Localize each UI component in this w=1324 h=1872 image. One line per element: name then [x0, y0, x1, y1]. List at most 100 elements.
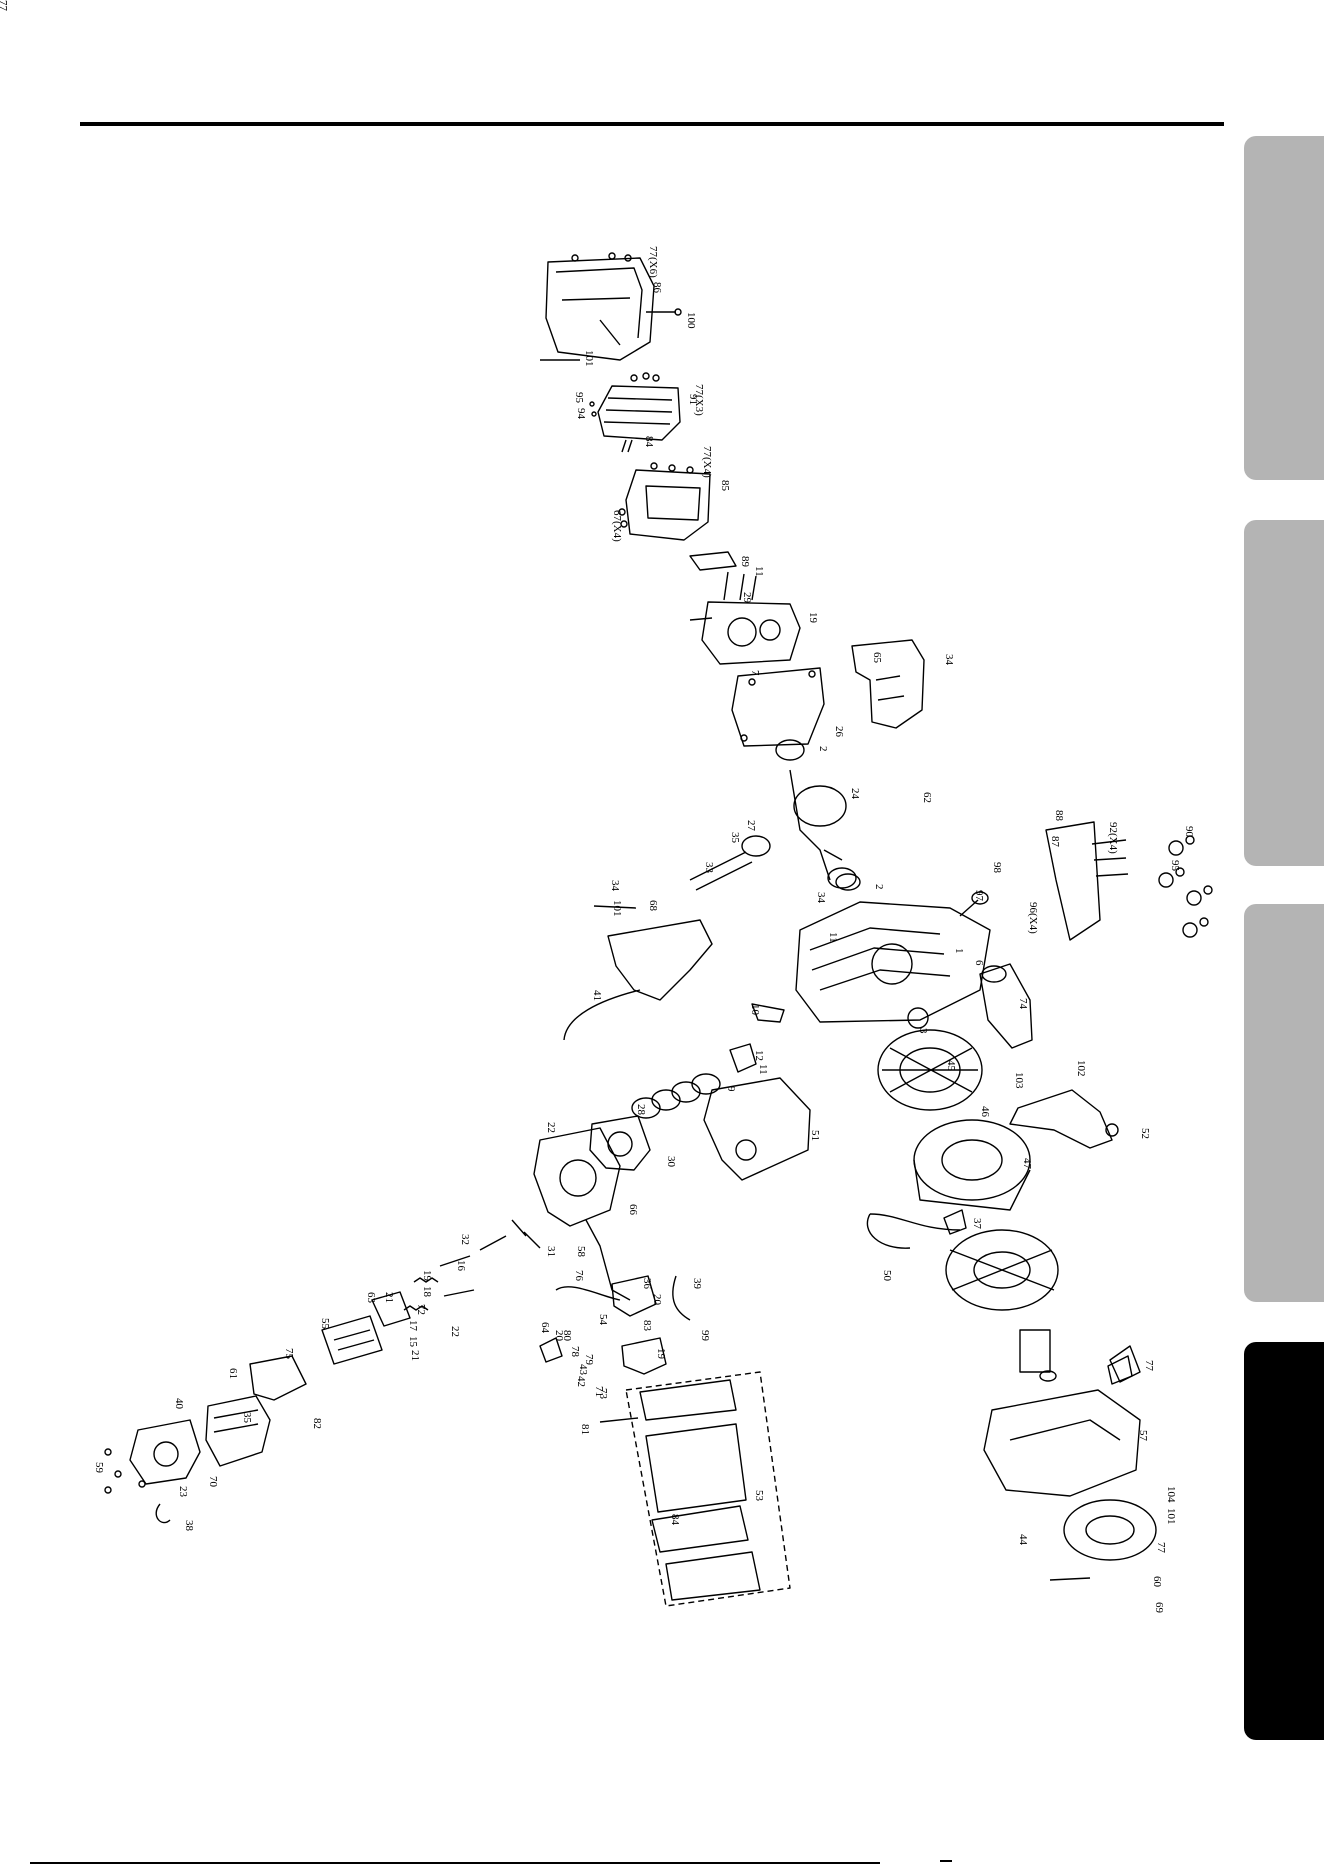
callout-label: 95 [573, 392, 585, 404]
callout-label: 34 [609, 880, 621, 892]
section-tab-4-active[interactable] [1244, 1342, 1324, 1740]
callout-label: 27 [745, 820, 757, 832]
callout-label: 81 [579, 1424, 591, 1435]
part-crankcase-gasket [731, 667, 825, 747]
callout-label: 89 [739, 556, 751, 568]
callout-label: 2 [817, 746, 829, 752]
section-tab-2[interactable] [1244, 520, 1324, 866]
callout-label: 29 [741, 592, 753, 604]
callout-label: 15 [407, 1336, 419, 1348]
callout-label: 23 [177, 1486, 189, 1498]
callout-label: 90 [1183, 826, 1195, 838]
callout-label: 57 [1137, 1430, 1149, 1442]
part-air-filter-assembly [599, 1371, 791, 1607]
callout-label: 101 [611, 900, 623, 917]
callout-label: 22 [545, 1122, 557, 1133]
callout-label: 11 [827, 932, 839, 943]
callout-label: 77 [1143, 1360, 1155, 1372]
callout-label: 88 [1053, 810, 1065, 822]
callout-label: 80 [561, 1330, 573, 1342]
callout-label: 78 [569, 1346, 581, 1358]
callout-label: 2 [873, 884, 885, 890]
callout-label: 26 [833, 726, 845, 738]
callout-label: 21 [383, 1292, 395, 1303]
callout-label: 72 [415, 1304, 427, 1315]
callout-label: 11 [757, 1064, 769, 1075]
callout-label: 54 [597, 1314, 609, 1326]
callout-label: 101 [1165, 1508, 1177, 1525]
callout-label: 77 [1155, 1542, 1167, 1554]
callout-label: 32 [459, 1234, 471, 1245]
callout-label: 86 [651, 282, 663, 294]
callout-label: 16 [455, 1260, 467, 1272]
part-mounting-bracket [1045, 821, 1129, 941]
footer-rule [30, 1862, 880, 1864]
part-cylinder-head-plate [618, 462, 711, 541]
callout-label: 37 [971, 1218, 983, 1230]
callout-label: 77 [0, 0, 9, 12]
part-head-cover [589, 372, 681, 453]
callout-label: 77(X4) [701, 446, 713, 478]
callout-label: 18 [421, 1286, 433, 1298]
callout-label: 71 [593, 1386, 605, 1397]
callout-label: 69 [1153, 1602, 1165, 1614]
callout-label: 19 [807, 612, 819, 624]
callout-label: 38 [183, 1520, 195, 1532]
callout-label: 28 [635, 1104, 647, 1116]
callout-label: 66 [627, 1204, 639, 1216]
part-recoil-starter [1049, 1499, 1157, 1581]
part-carburetor [539, 1275, 691, 1375]
section-tab-1[interactable] [1244, 136, 1324, 480]
callout-label: 17 [407, 1320, 419, 1332]
part-side-cover [851, 639, 925, 729]
callout-label: 19 [421, 1270, 433, 1282]
callout-label: 7 [749, 670, 761, 676]
callout-label: 41 [591, 990, 603, 1001]
callout-label: 35 [241, 1412, 253, 1424]
callout-label: 87 [1049, 836, 1061, 848]
callout-label: 92(X4) [1107, 822, 1119, 854]
callout-label: 97 [973, 890, 985, 902]
part-cam-gear [689, 835, 771, 891]
callout-label: 19 [655, 1348, 667, 1360]
footer-mark [940, 1860, 952, 1862]
part-shroud-plate [1009, 1089, 1119, 1149]
part-wiring-harness [866, 1209, 967, 1249]
callout-label: 103 [1013, 1072, 1025, 1089]
callout-label: 77(X6) [647, 246, 659, 278]
part-engine-top-cover [540, 252, 682, 361]
section-tab-3[interactable] [1244, 904, 1324, 1302]
callout-label: 45 [945, 1060, 957, 1072]
part-rotor [913, 1119, 1031, 1211]
callout-label: 74 [1017, 998, 1029, 1010]
callout-label: 98 [991, 862, 1003, 874]
callout-label: 44 [1017, 1534, 1029, 1546]
callout-label: 73 [597, 1388, 609, 1400]
callout-label: 39 [691, 1278, 703, 1290]
callout-label: 96(X4) [1027, 902, 1039, 934]
callout-label: 68 [647, 900, 659, 912]
callout-label: 95 [1169, 860, 1181, 872]
callout-label: 20 [553, 1330, 565, 1342]
callout-label: 60 [1151, 1576, 1163, 1588]
part-valves-and-springs [403, 1219, 541, 1311]
callout-label: 79 [583, 1354, 595, 1366]
part-blower-housing [983, 1345, 1141, 1497]
part-valve-cover [205, 1395, 271, 1467]
part-label-tag [1107, 1355, 1133, 1385]
callout-label: 42 [575, 1376, 587, 1387]
callout-label: 30 [665, 1156, 677, 1168]
callout-label: 85 [719, 480, 731, 492]
callout-label: 36 [641, 1278, 653, 1290]
callout-label: 84 [643, 436, 655, 448]
callout-label: 55 [319, 1318, 331, 1330]
callout-label: 43 [577, 1364, 589, 1376]
callout-label: 34 [815, 892, 827, 904]
part-rubber-mounts [1158, 835, 1213, 938]
callout-label: 64 [539, 1322, 551, 1334]
part-muffler-shield [703, 1077, 811, 1181]
callout-label: 46 [979, 1106, 991, 1118]
part-rocker-assembly [321, 1291, 411, 1365]
callout-label: 77(X3) [693, 384, 705, 416]
